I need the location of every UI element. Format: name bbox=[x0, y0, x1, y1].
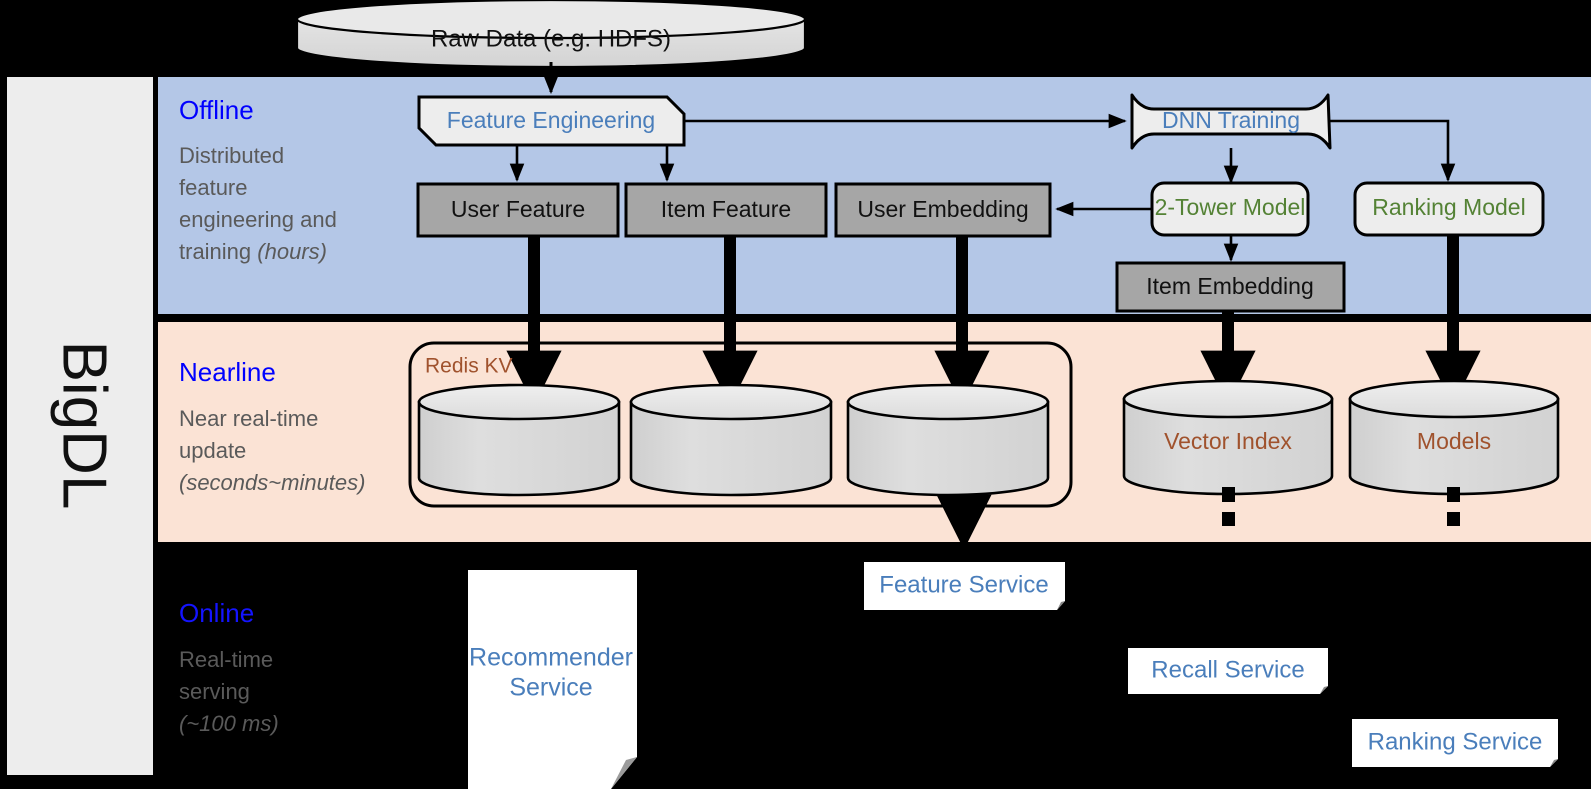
nearline-desc-3: (seconds~minutes) bbox=[179, 470, 365, 495]
node-ranking-model[interactable]: Ranking Model bbox=[1353, 181, 1545, 237]
feature-engineering-label: Feature Engineering bbox=[447, 107, 655, 133]
recommender-service-label-2: Service bbox=[509, 674, 592, 702]
user-embedding-label: User Embedding bbox=[857, 196, 1028, 222]
node-ranking-service[interactable]: Ranking Service bbox=[1352, 719, 1558, 767]
node-feature-service[interactable]: Feature Service bbox=[864, 562, 1065, 610]
offline-desc-2: feature bbox=[179, 175, 248, 200]
node-two-tower-model[interactable]: 2-Tower Model bbox=[1150, 181, 1310, 237]
node-recommender-service[interactable]: Recommender Service bbox=[468, 570, 637, 789]
models-label: Models bbox=[1417, 428, 1491, 454]
store-item-feature[interactable] bbox=[629, 383, 833, 497]
pipe-models-to-ranking-service bbox=[1447, 487, 1460, 526]
redis-kv-label: Redis KV bbox=[425, 355, 513, 378]
nearline-desc-1: Near real-time bbox=[179, 406, 318, 431]
offline-desc-4-text: training bbox=[179, 239, 257, 264]
node-dnn-training[interactable]: DNN Training bbox=[1130, 93, 1332, 150]
recommender-service-label-1: Recommender bbox=[469, 644, 633, 672]
raw-data-label: Raw Data (e.g. HDFS) bbox=[431, 25, 671, 52]
nearline-title: Nearline bbox=[179, 357, 276, 387]
offline-desc-1: Distributed bbox=[179, 143, 284, 168]
node-recall-service[interactable]: Recall Service bbox=[1128, 648, 1328, 694]
online-title: Online bbox=[179, 598, 254, 628]
pipe-vector-index-to-recall-service bbox=[1222, 487, 1235, 526]
node-feature-engineering[interactable]: Feature Engineering bbox=[417, 95, 686, 147]
sidebar-panel bbox=[7, 77, 153, 775]
node-user-embedding[interactable]: User Embedding bbox=[834, 182, 1052, 238]
vector-index-label: Vector Index bbox=[1164, 428, 1292, 454]
nearline-desc-2: update bbox=[179, 438, 246, 463]
offline-desc-4: training (hours) bbox=[179, 239, 327, 264]
user-feature-label: User Feature bbox=[451, 196, 585, 222]
two-tower-model-label: 2-Tower Model bbox=[1155, 194, 1306, 220]
edge-dnn-to-ranking-model bbox=[1330, 119, 1456, 182]
item-embedding-label: Item Embedding bbox=[1146, 273, 1313, 299]
ranking-service-label: Ranking Service bbox=[1368, 728, 1543, 755]
online-desc-2: serving bbox=[179, 679, 250, 704]
store-user-embedding[interactable] bbox=[846, 383, 1050, 497]
store-user-feature[interactable] bbox=[417, 383, 621, 497]
offline-title: Offline bbox=[179, 95, 254, 125]
offline-desc-4-emph: (hours) bbox=[257, 239, 327, 264]
online-desc-3: (~100 ms) bbox=[179, 711, 279, 736]
offline-desc-3: engineering and bbox=[179, 207, 337, 232]
item-feature-label: Item Feature bbox=[661, 196, 791, 222]
store-vector-index[interactable]: Vector Index bbox=[1122, 379, 1334, 496]
sidebar-label: BigDL bbox=[50, 341, 119, 510]
feature-service-label: Feature Service bbox=[879, 571, 1048, 598]
node-item-embedding[interactable]: Item Embedding bbox=[1115, 261, 1346, 313]
ranking-model-label: Ranking Model bbox=[1372, 194, 1525, 220]
recall-service-label: Recall Service bbox=[1151, 656, 1304, 683]
raw-data-store[interactable]: Raw Data (e.g. HDFS) bbox=[295, 0, 807, 69]
group-redis-kv[interactable]: Redis KV bbox=[408, 341, 1073, 508]
node-item-feature[interactable]: Item Feature bbox=[624, 182, 828, 238]
dnn-training-label: DNN Training bbox=[1162, 107, 1300, 133]
online-desc-1: Real-time bbox=[179, 647, 273, 672]
node-user-feature[interactable]: User Feature bbox=[416, 182, 620, 238]
store-models[interactable]: Models bbox=[1348, 379, 1560, 496]
pipe-feature-store-to-feature-service bbox=[936, 494, 992, 550]
